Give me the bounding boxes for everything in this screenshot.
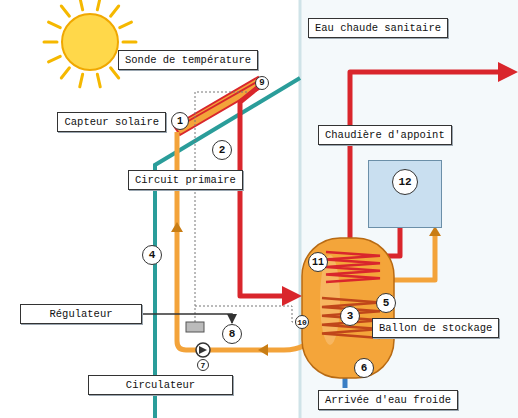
house-interior [300,0,518,418]
callout-number: 8 [222,324,242,344]
label-text: Eau chaude sanitaire [315,22,441,34]
sun-ray [97,74,100,87]
callout-text: 2 [219,144,226,156]
label-text: Chaudière d'appoint [325,129,445,141]
interior-wall [299,0,302,418]
sun-ray [49,22,61,28]
callout-text: 11 [312,257,324,268]
callout-number: 10 [295,315,309,329]
hot-water-outlet [350,72,510,240]
label-text: Capteur solaire [64,116,159,128]
label-box: Sonde de température [118,50,258,70]
callout-number: 7 [197,359,209,371]
callout-number: 11 [308,252,328,272]
sun-ray [80,0,83,10]
solar-collector [174,77,264,135]
callout-text: 7 [201,361,206,370]
callout-text: 9 [259,78,264,88]
label-box: Arrivée d'eau froide [318,390,458,410]
upper-coil [326,252,380,282]
callout-text: 3 [347,310,354,322]
callout-text: 4 [149,249,156,261]
flow-arrow [171,222,183,232]
sun-rays [44,0,136,87]
label-box: Eau chaude sanitaire [308,18,448,38]
label-box: Circulateur [88,375,233,395]
label-text: Circuit primaire [135,174,236,186]
hot-primary-pipe [240,84,294,296]
callout-number: 6 [354,358,374,378]
callout-number: 3 [340,306,360,326]
label-box: Régulateur [20,304,142,324]
sun-ray [97,0,100,10]
sensor-wire [195,92,252,306]
callout-text: 1 [177,116,183,127]
label-text: Régulateur [49,308,112,320]
pump-arrow [199,346,207,354]
label-text: Ballon de stockage [379,322,492,334]
sun-ray [123,41,136,44]
sun-ray [44,41,57,44]
sun-ray [61,6,69,16]
backup-boiler: 12 [368,160,442,228]
label-box: Ballon de stockage [372,318,499,338]
label-text: Circulateur [126,379,195,391]
sun-ray [80,74,83,87]
sun-ray [61,68,69,78]
callout-text: 8 [229,328,236,340]
callout-number: 4 [142,245,162,265]
callout-text: 6 [361,362,368,374]
callout-text: 10 [297,318,307,327]
sun-ray [49,56,61,62]
sun-ray [111,6,119,16]
callout-text: 5 [383,297,390,309]
label-text: Sonde de température [125,54,251,66]
callout-number: 1 [171,112,189,130]
callout-number: 5 [376,293,396,313]
sun [62,14,118,70]
label-text: Arrivée d'eau froide [325,394,451,406]
pump-symbol [196,343,210,357]
callout-number: 2 [212,140,232,160]
flow-arrow [258,344,268,356]
coil-winding [326,252,380,282]
leader-arrow [142,314,232,323]
label-box: Chaudière d'appoint [318,125,452,145]
callout-text: 12 [392,169,418,195]
label-box: Circuit primaire [128,170,243,190]
callout-number: 9 [255,76,269,90]
cold-primary-pipe [177,132,305,350]
sun-ray [120,22,132,28]
controller-device [186,322,204,332]
label-box: Capteur solaire [57,112,166,132]
